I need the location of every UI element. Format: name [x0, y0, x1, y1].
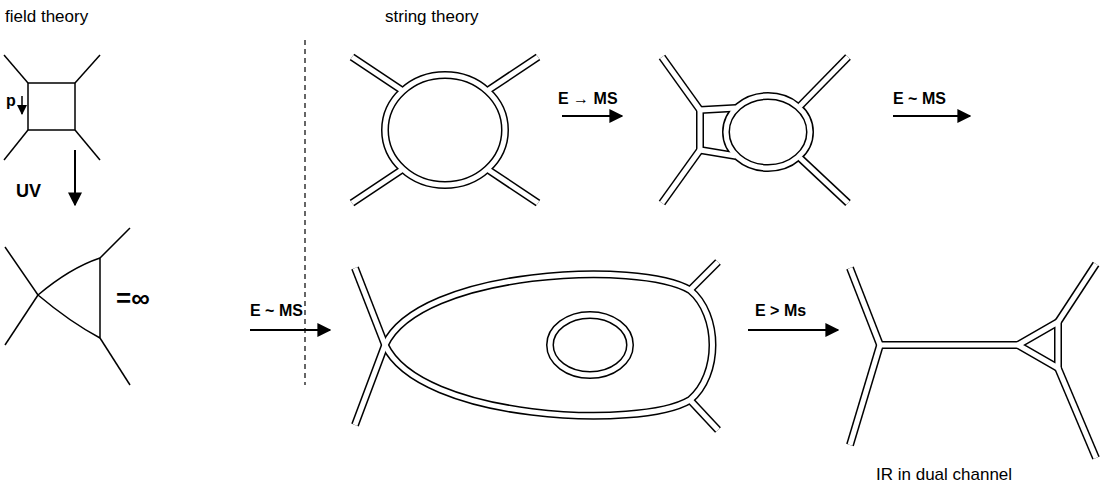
tube-interior [1058, 264, 1096, 322]
tube-edge [690, 262, 718, 290]
tube-interior [800, 158, 848, 203]
tube-edge [880, 341, 1018, 349]
heading: field theory [5, 8, 88, 27]
tube-edge [850, 345, 880, 445]
divider [304, 40, 305, 385]
triangle-diagram [5, 228, 130, 385]
tube-edge [1018, 322, 1058, 368]
tube-interior [352, 169, 403, 203]
tube-interior [700, 108, 736, 110]
tube-edge [662, 150, 700, 203]
heading: string theory [385, 8, 479, 27]
tube-edge [690, 400, 718, 430]
regime-label: UV [16, 182, 41, 202]
tube-edge [550, 315, 630, 375]
tube-edge [800, 57, 848, 106]
tube-interior [800, 57, 848, 106]
tube-interior [698, 110, 703, 150]
tube-edge [662, 57, 700, 110]
tube-interior [690, 400, 718, 430]
tube-interior [487, 169, 538, 203]
tube-interior [726, 96, 810, 168]
tube-edge [1058, 264, 1096, 322]
energy-label: E ~ MS [250, 302, 303, 320]
tube-interior [355, 345, 385, 425]
tube-edge [352, 169, 403, 203]
tube-interior [662, 150, 700, 203]
tube-interior [880, 343, 1018, 348]
tube-edge [352, 57, 403, 91]
box-diagram [4, 55, 100, 160]
tube-interior [1018, 322, 1058, 368]
tube-edge [355, 345, 385, 425]
tube-interior [850, 268, 880, 345]
string-worldsheets [352, 57, 1096, 458]
arrow [74, 150, 76, 205]
tube-edge [487, 169, 538, 203]
arrow [562, 115, 622, 117]
arrow [893, 115, 970, 117]
arrow [21, 96, 23, 114]
tube-edge [700, 108, 736, 110]
tube-interior [700, 150, 736, 156]
tube-edge [800, 158, 848, 203]
divergence-label: =∞ [116, 284, 150, 313]
tube-edge [850, 268, 880, 345]
tube-interior [385, 75, 505, 185]
tube-edge [726, 96, 810, 168]
tube-edge [385, 274, 713, 415]
energy-label: E > Ms [755, 302, 806, 320]
tube-interior [550, 315, 630, 375]
note: IR in dual channel [876, 466, 1012, 485]
tube-edge [487, 57, 538, 91]
tube-interior [1058, 368, 1096, 458]
tube-interior [352, 57, 403, 91]
tube-interior [850, 345, 880, 445]
arrow [748, 329, 838, 331]
tube-interior [385, 274, 713, 415]
tube-edge [385, 75, 505, 185]
tube-interior [487, 57, 538, 91]
energy-label: E ~ MS [893, 90, 946, 108]
momentum-label: p [6, 92, 16, 110]
tube-interior [355, 268, 385, 345]
tube-edge [696, 110, 704, 150]
arrow [250, 329, 330, 331]
tube-edge [1058, 368, 1096, 458]
tube-interior [690, 262, 718, 290]
tube-interior [662, 57, 700, 110]
tube-edge [355, 268, 385, 345]
energy-label: E → MS [558, 90, 618, 108]
